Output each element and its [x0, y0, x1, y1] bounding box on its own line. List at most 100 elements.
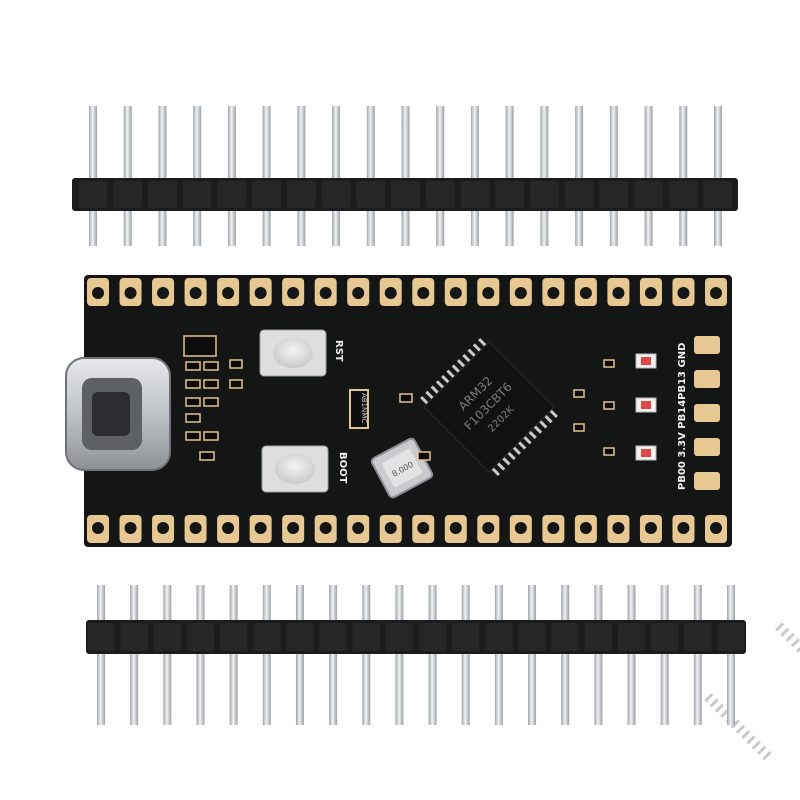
board-pad-hole: [514, 522, 527, 534]
board-pad-hole: [287, 287, 300, 299]
mcu-leg: [472, 343, 482, 353]
header-pin: [470, 106, 479, 246]
header-pin: [436, 106, 445, 246]
board-pad-hole: [417, 287, 430, 299]
board-pad-hole: [677, 287, 690, 299]
header-segment: [584, 623, 612, 651]
small-ic-marking: AB1NMC: [360, 393, 368, 423]
board-pad-hole: [254, 522, 267, 534]
header-pin: [193, 106, 202, 246]
header-pin: [262, 585, 271, 725]
header-segment: [668, 181, 698, 208]
board-pcb: [84, 275, 732, 547]
header-pin: [227, 106, 236, 246]
board-pad-hole: [449, 287, 462, 299]
mcu-leg: [462, 353, 472, 364]
bottom-header-housing: [86, 620, 746, 654]
header-segment: [703, 181, 733, 208]
header-pin: [594, 585, 603, 725]
bottom-header-segments: [87, 623, 745, 651]
pin-silkscreen-labels: PB00 3.3V PB14PB13 GND: [677, 343, 688, 490]
header-segment: [460, 181, 490, 208]
board-pad-hole: [157, 522, 170, 534]
header-segment: [651, 623, 679, 651]
header-segment: [148, 181, 177, 208]
mcu-leg: [746, 735, 756, 745]
header-segment: [564, 181, 594, 208]
boot-label: BOOT: [337, 452, 348, 484]
header-segment: [78, 181, 108, 208]
header-pin: [679, 106, 688, 246]
header-pin: [401, 106, 410, 246]
header-segment: [485, 623, 513, 651]
mcu-leg: [496, 461, 506, 471]
header-segment: [419, 623, 447, 651]
mcu-leg: [435, 380, 446, 390]
board-pad-hole: [222, 522, 235, 534]
board-pad-hole: [612, 287, 625, 299]
board-pads-top: [87, 278, 727, 306]
crystal-oscillator: 8.000: [370, 437, 434, 499]
header-segment: [217, 181, 247, 208]
header-pin: [295, 585, 304, 725]
top-header-pins: [89, 106, 722, 246]
header-pin: [575, 106, 584, 246]
header-segment: [617, 623, 646, 651]
board-pad-hole: [189, 287, 202, 299]
header-segment: [530, 181, 559, 208]
mcu-leg: [467, 348, 477, 358]
header-pin: [540, 106, 549, 246]
mcu-leg: [735, 724, 746, 734]
board-pad-hole: [222, 287, 235, 299]
header-segment: [153, 623, 181, 651]
header-pin: [97, 585, 105, 725]
mcu-leg: [420, 396, 430, 406]
board-pad-hole: [482, 287, 495, 299]
reset-button: [259, 329, 327, 377]
top-pin-header: [72, 106, 738, 246]
header-pin: [528, 585, 537, 725]
header-segment: [599, 181, 629, 208]
boot-button: [261, 445, 329, 493]
board-pad-hole: [352, 522, 365, 534]
header-pin: [627, 585, 636, 725]
mcu-leg: [425, 390, 435, 400]
mcu-leg: [709, 698, 719, 708]
header-segment: [182, 181, 212, 208]
board-pads-bottom: [87, 515, 727, 543]
header-pin: [727, 585, 735, 725]
stm32-mcu: ARM32 F103CBT6 2202K: [420, 338, 800, 761]
mcu-leg: [456, 359, 467, 369]
header-segment: [634, 181, 663, 208]
header-pin: [644, 106, 653, 246]
mcu-leg: [501, 456, 511, 466]
header-segment: [319, 623, 347, 651]
header-segment: [717, 623, 745, 651]
header-segment: [684, 623, 712, 651]
mcu-leg: [730, 719, 740, 729]
board-pad-hole: [157, 287, 170, 299]
header-segment: [385, 623, 413, 651]
board-pad-hole: [710, 522, 722, 534]
mcu-leg: [446, 369, 456, 379]
mcu-leg: [527, 429, 537, 440]
mcu-leg: [430, 385, 440, 395]
header-pin: [494, 585, 503, 725]
header-segment: [286, 181, 316, 208]
header-segment: [551, 623, 579, 651]
header-pin: [428, 585, 437, 725]
reset-label: RST: [333, 340, 344, 362]
header-pin: [609, 106, 618, 246]
board-pad-hole: [384, 287, 397, 299]
header-pin: [395, 585, 404, 725]
mcu-leg: [741, 729, 751, 740]
board-pad-hole: [547, 287, 560, 299]
header-pin: [561, 585, 570, 725]
mcu-leg: [506, 450, 516, 461]
board-pad-hole: [579, 287, 592, 299]
board-pad-hole: [352, 287, 365, 299]
board-pad-hole: [189, 522, 202, 534]
header-pin: [362, 585, 371, 725]
header-pin: [262, 106, 271, 246]
